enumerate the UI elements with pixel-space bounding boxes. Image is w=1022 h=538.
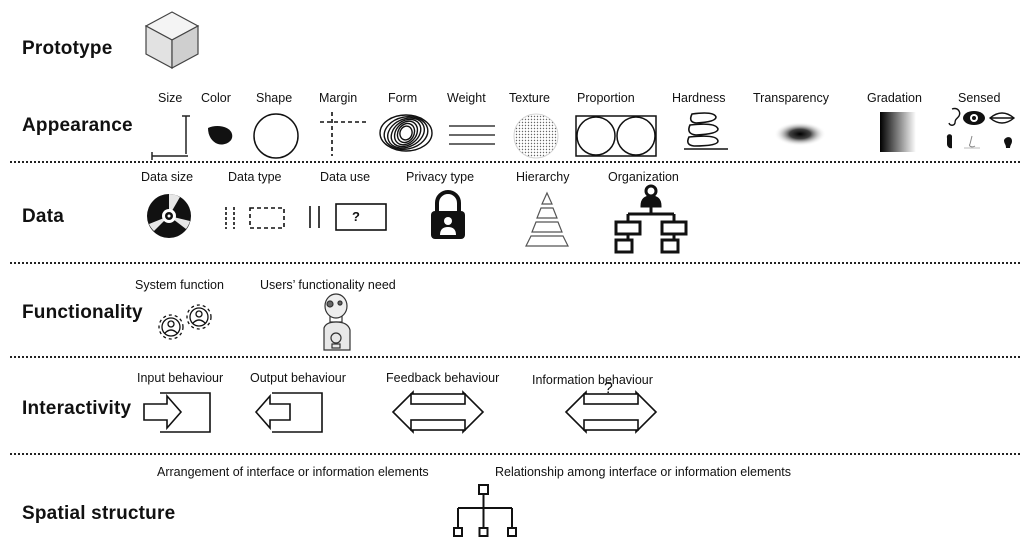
appearance-caption-form: Form (388, 91, 418, 105)
data-use-icon (309, 203, 387, 231)
row-label-data: Data (22, 206, 64, 227)
data-caption-privacy-type: Privacy type (406, 170, 475, 184)
functionality-caption-system: System function (135, 278, 224, 292)
spatial-caption-relationship: Relationship among interface or informat… (495, 465, 791, 479)
appearance-caption-sensed: Sensed (958, 91, 1001, 105)
data-caption-use: Data use (320, 170, 371, 184)
row-label-interactivity: Interactivity (22, 398, 132, 419)
row-label-prototype: Prototype (22, 38, 113, 59)
appearance-caption-size: Size (158, 91, 183, 105)
data-caption-hierarchy: Hierarchy (516, 170, 570, 184)
spatial-caption-arrangement: Arrangement of interface or information … (157, 465, 429, 479)
row-divider (10, 262, 1020, 264)
interactivity-caption-information: Information behaviour (532, 373, 653, 387)
input-behaviour-icon (143, 392, 211, 433)
appearance-caption-weight: Weight (447, 91, 486, 105)
lock-icon (431, 190, 465, 239)
gradation-icon (880, 112, 916, 152)
appearance-caption-gradation: Gradation (867, 91, 922, 105)
feedback-behaviour-icon (391, 390, 485, 434)
margin-icon (320, 112, 366, 156)
row-label-appearance: Appearance (22, 115, 133, 136)
texture-dots-icon (513, 113, 559, 159)
transparency-blur-icon (774, 122, 826, 146)
appearance-caption-texture: Texture (509, 91, 550, 105)
functionality-caption-user-need: Users’ functionality need (260, 278, 396, 292)
disc-icon (147, 194, 191, 238)
row-label-spatial-structure: Spatial structure (22, 503, 176, 524)
gears-users-icon (158, 304, 212, 340)
data-caption-organization: Organization (608, 170, 679, 184)
size-icon (151, 115, 190, 160)
appearance-caption-shape: Shape (256, 91, 293, 105)
form-icon (379, 114, 433, 152)
information-question-mark: ? (604, 380, 613, 397)
cube-icon (144, 11, 200, 70)
hardness-stack-icon (684, 112, 728, 150)
row-divider (10, 161, 1020, 163)
information-behaviour-icon (564, 390, 658, 434)
row-label-functionality: Functionality (22, 302, 143, 323)
robot-user-icon (323, 293, 351, 351)
appearance-caption-transparency: Transparency (753, 91, 829, 105)
data-caption-type: Data type (228, 170, 282, 184)
senses-icon (946, 107, 1016, 149)
appearance-caption-proportion: Proportion (577, 91, 635, 105)
row-divider (10, 453, 1020, 455)
appearance-caption-hardness: Hardness (672, 91, 726, 105)
interactivity-caption-output: Output behaviour (250, 371, 346, 385)
organization-chart-icon (614, 184, 688, 254)
row-divider (10, 356, 1020, 358)
output-behaviour-icon (254, 392, 323, 433)
circle-shape-icon (253, 113, 299, 159)
appearance-caption-margin: Margin (319, 91, 358, 105)
tree-structure-icon (453, 484, 517, 537)
proportion-icon (575, 115, 657, 157)
interactivity-caption-feedback: Feedback behaviour (386, 371, 500, 385)
weight-lines-icon (449, 125, 495, 145)
pyramid-icon (525, 191, 569, 247)
appearance-caption-color: Color (201, 91, 231, 105)
data-type-icon (225, 207, 285, 229)
data-use-question-mark: ? (352, 209, 360, 224)
interactivity-caption-input: Input behaviour (137, 371, 224, 385)
data-caption-size: Data size (141, 170, 194, 184)
color-blob-icon (208, 126, 233, 145)
